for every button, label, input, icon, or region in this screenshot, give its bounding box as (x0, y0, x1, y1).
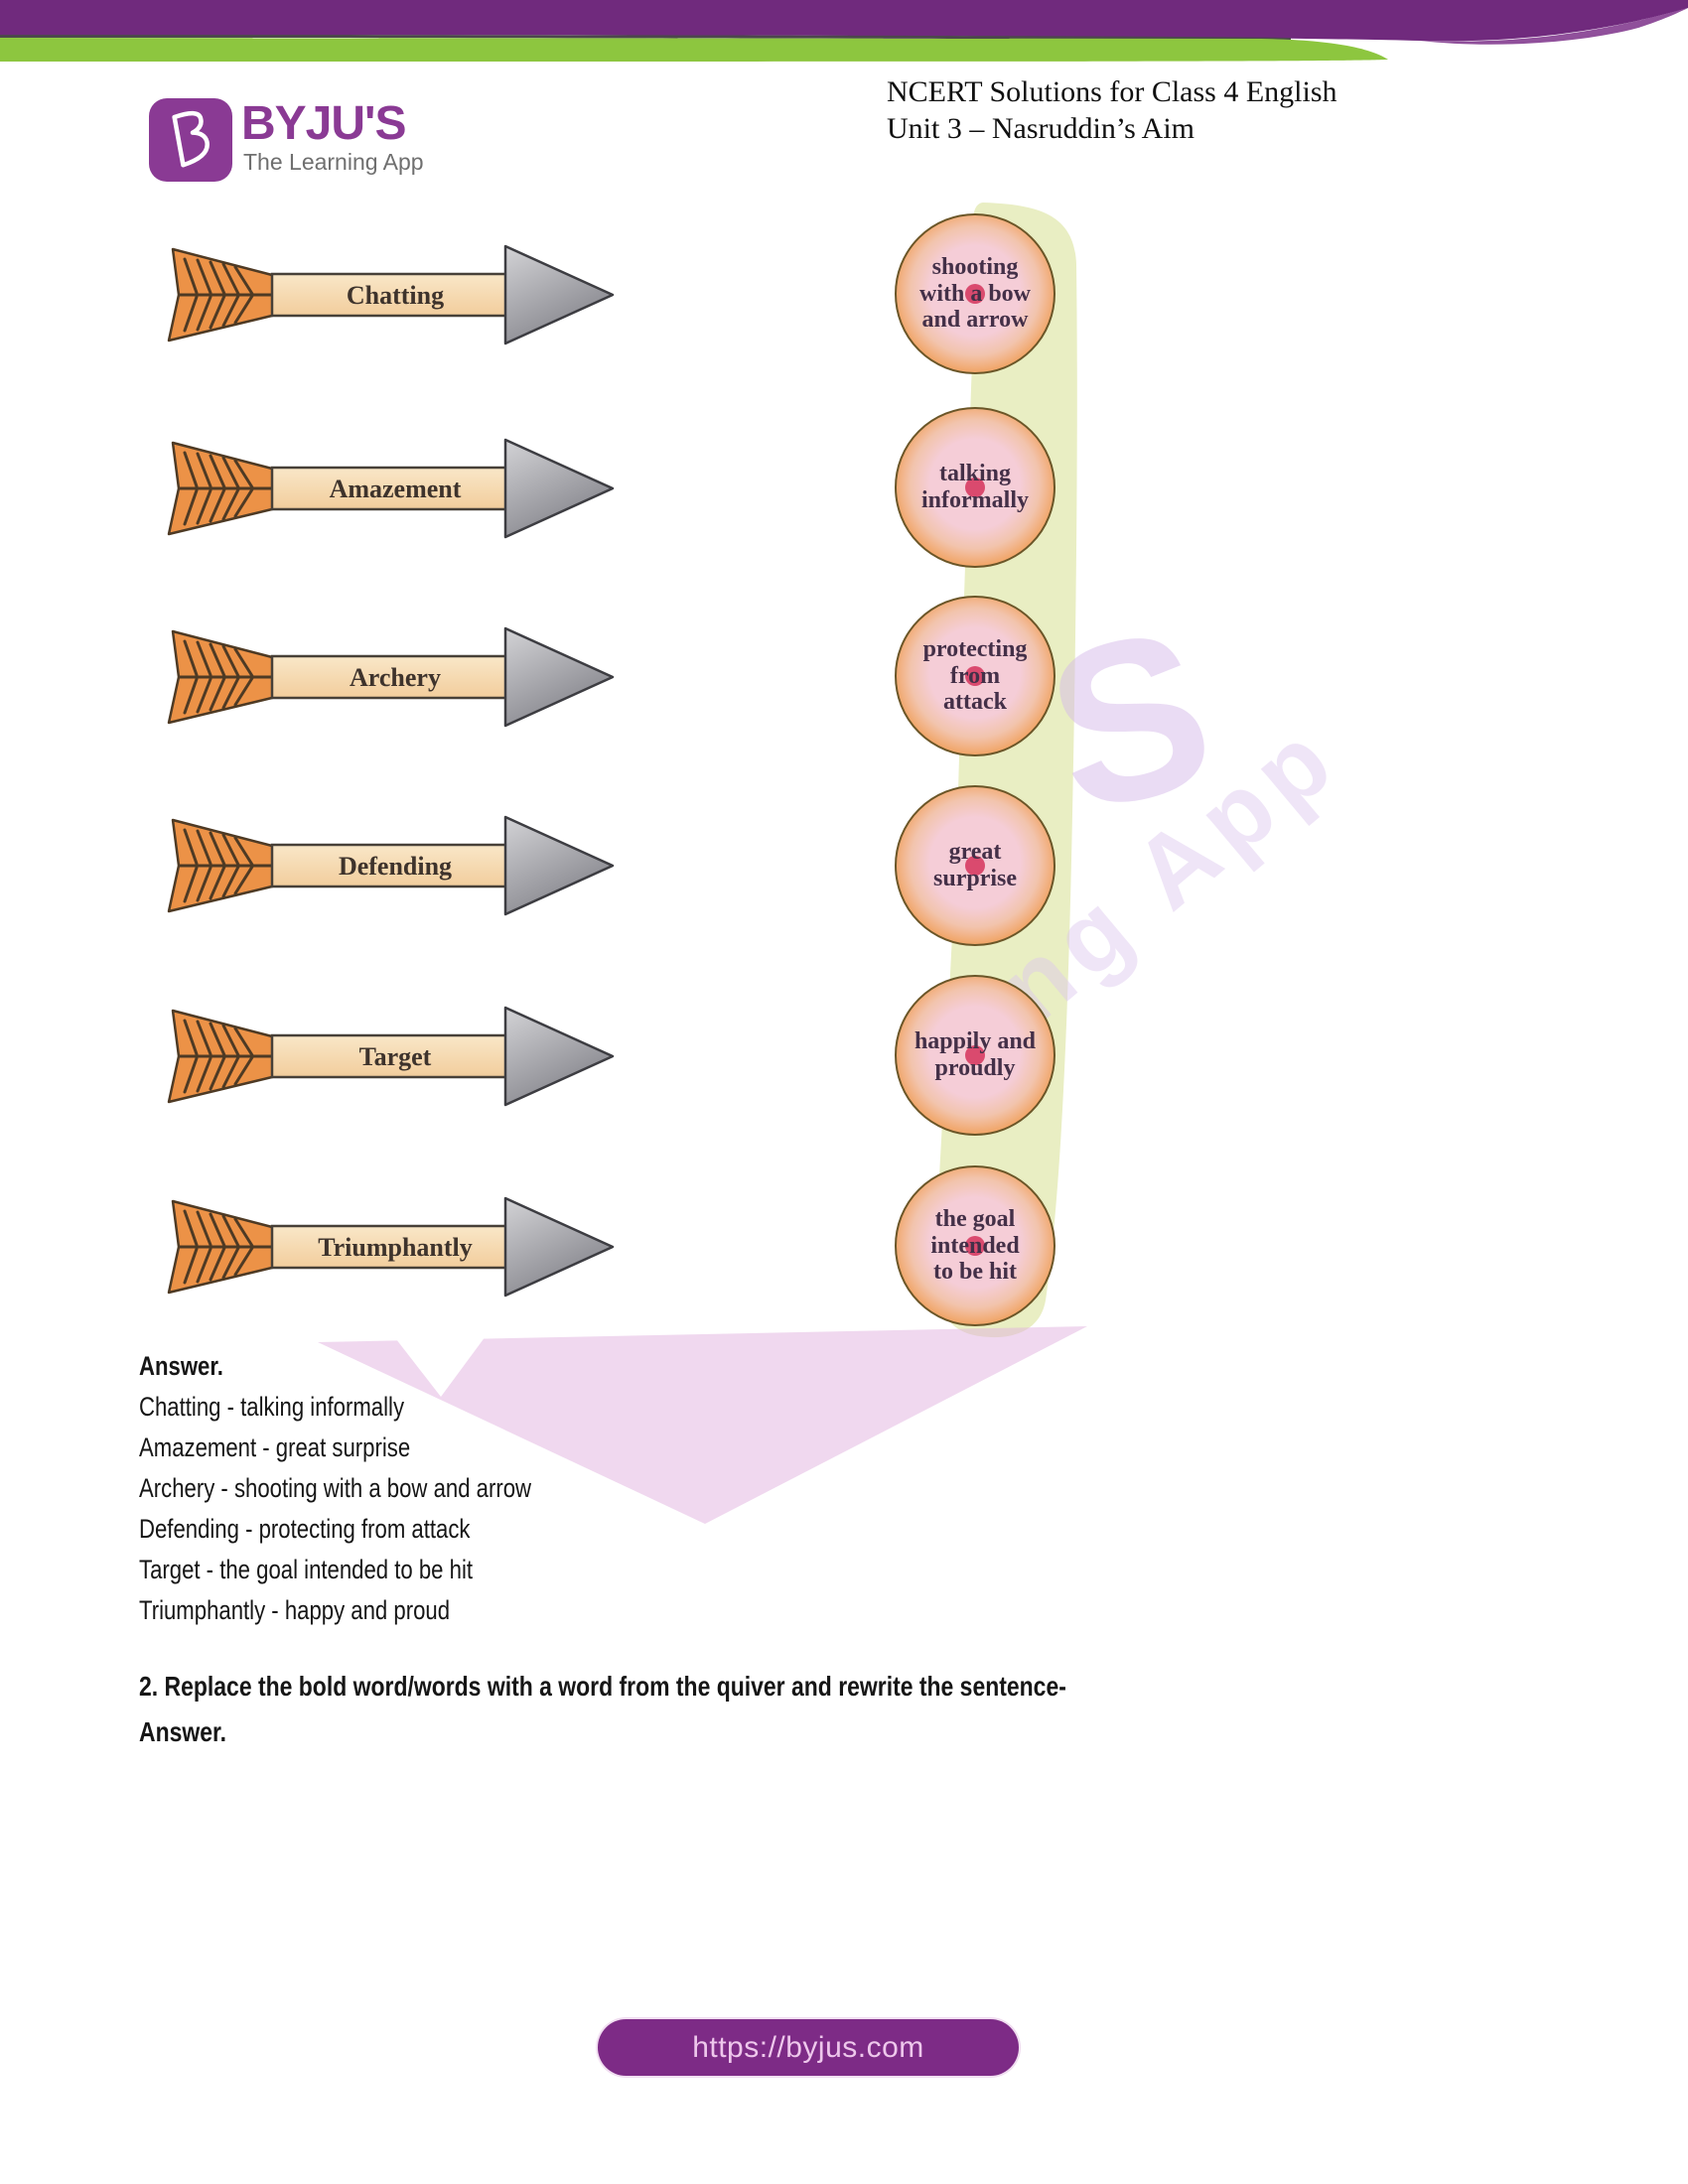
byjus-logo-mark (149, 98, 232, 182)
question-2-text: 2. Replace the bold word/words with a wo… (139, 1671, 1066, 1702)
target-phrase: the goal intended to be hit (930, 1206, 1019, 1287)
quiver-word: Chatting (347, 281, 444, 310)
quiver-word: Defending (339, 852, 452, 881)
quiver-word: Target (359, 1042, 432, 1071)
quiver-arrow-icon: Defending (167, 815, 615, 916)
target-phrase-line: from (949, 662, 1001, 689)
target-phrase-line: great (948, 839, 1002, 866)
target-phrase: happily and proudly (914, 1028, 1036, 1082)
answer-heading: Answer. (139, 1351, 223, 1381)
byjus-b-icon (172, 110, 210, 168)
answer-line: Chatting - talking informally (139, 1392, 405, 1422)
target-phrase-line: shooting (931, 253, 1019, 280)
doc-title-line1: NCERT Solutions for Class 4 English (887, 75, 1337, 108)
answer-line: Amazement - great surprise (139, 1433, 411, 1462)
header-green-band (0, 38, 1388, 62)
header-purple-band (0, 0, 1688, 42)
target-phrase-line: surprise (933, 866, 1017, 891)
quiver-arrow-icon: Chatting (167, 244, 615, 345)
target-circle: the goal intended to be hit (895, 1165, 1055, 1326)
quiver-arrow-icon: Triumphantly (167, 1196, 615, 1297)
footer-link[interactable]: https://byjus.com (598, 2019, 1019, 2076)
quiver-word: Amazement (330, 475, 462, 503)
answer-line: Target - the goal intended to be hit (139, 1555, 474, 1584)
target-phrase: great surprise (933, 839, 1017, 892)
target-phrase: talking informally (921, 461, 1029, 514)
target-phrase-line: to be hit (932, 1259, 1017, 1286)
target-circle: talking informally (895, 407, 1055, 568)
quiver-arrow-icon: Target (167, 1006, 615, 1107)
quiver-word: Triumphantly (318, 1233, 473, 1262)
target-phrase-line: with a bow (918, 280, 1032, 307)
question-2-section: 2. Replace the bold word/words with a wo… (139, 1664, 1270, 1755)
footer-url-label: https://byjus.com (692, 2030, 924, 2064)
watermark-s-letter: S (1026, 580, 1234, 862)
target-phrase-line: the goal (934, 1205, 1016, 1232)
byjus-tagline: The Learning App (243, 149, 424, 175)
target-phrase-line: protecting (922, 635, 1028, 662)
answer-line: Archery - shooting with a bow and arrow (139, 1473, 532, 1503)
target-phrase-line: attack (943, 689, 1007, 716)
target-phrase-line: happily and (914, 1028, 1037, 1055)
quiver-arrow-icon: Archery (167, 626, 615, 728)
target-phrase-line: informally (921, 487, 1029, 513)
target-circle: happily and proudly (895, 975, 1055, 1136)
target-phrase-line: proudly (934, 1055, 1016, 1081)
target-phrase-line: talking (938, 461, 1012, 487)
quiver-word: Archery (350, 663, 441, 692)
byjus-brand-text: BYJU'S (241, 97, 406, 150)
answer-line: Defending - protecting from attack (139, 1514, 471, 1544)
doc-title-line2: Unit 3 – Nasruddin’s Aim (887, 112, 1196, 145)
header-purple-swoosh (1420, 8, 1688, 45)
target-phrase-line: intended (930, 1232, 1020, 1259)
target-circle: shooting with a bow and arrow (895, 213, 1055, 374)
header-divider-line (0, 35, 1291, 41)
header-banner (0, 0, 1688, 62)
target-circle: protecting from attack (895, 596, 1055, 756)
target-circle: great surprise (895, 785, 1055, 946)
question-2-answer-heading: Answer. (139, 1716, 227, 1747)
answer-line: Triumphantly - happy and proud (139, 1595, 451, 1625)
target-phrase-line: and arrow (921, 307, 1029, 334)
target-phrase: shooting with a bow and arrow (919, 254, 1031, 335)
quiver-arrow-icon: Amazement (167, 438, 615, 539)
answer-section: Answer. Chatting - talking informally Am… (139, 1346, 618, 1631)
target-phrase: protecting from attack (923, 636, 1028, 717)
